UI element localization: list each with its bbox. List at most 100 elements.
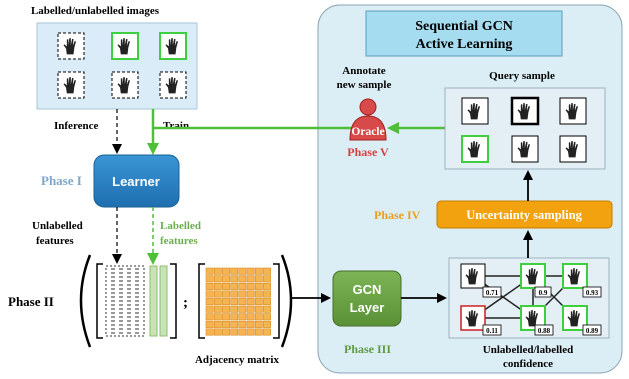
feature-column [121, 265, 129, 337]
adjacency-cell [263, 305, 271, 313]
learner-label: Learner [112, 174, 160, 189]
adjacency-cell [254, 305, 263, 313]
adjacency-cell [213, 320, 222, 328]
phase-5-label: Phase V [347, 145, 389, 159]
adjacency-cell [254, 298, 263, 306]
adjacency-cell [213, 275, 222, 283]
phase-3-label: Phase III [344, 342, 391, 356]
labelled-feature-column [159, 265, 168, 337]
adjacency-cell [230, 290, 239, 298]
oracle-label: Oracle [351, 126, 384, 138]
feature-column [113, 265, 121, 337]
adjacency-cell [213, 328, 222, 336]
adjacency-bracket-right [273, 263, 280, 339]
adjacency-cell [222, 328, 230, 336]
adjacency-cell [254, 290, 263, 298]
adjacency-cell [205, 305, 214, 313]
feature-bracket-right [170, 263, 177, 339]
adjacency-cell [222, 282, 230, 290]
adjacency-cell [222, 275, 230, 283]
adjacency-cell [254, 275, 263, 283]
uncertainty-sampling-box [436, 200, 613, 229]
query-sample-grid [461, 96, 587, 163]
uncertainty-sampling-label: Uncertainty sampling [466, 208, 582, 222]
adjacency-cell [238, 275, 247, 283]
adjacency-cell [205, 328, 214, 336]
image-cell-labelled [111, 32, 139, 60]
adjacency-cell [238, 320, 247, 328]
adjacency-cell [230, 282, 239, 290]
adjacency-cell [238, 282, 247, 290]
confidence-score: 0.88 [538, 327, 551, 335]
adjacency-cell [238, 267, 247, 275]
learner-box [93, 154, 180, 208]
confidence-label-line1: Unlabelled/labelled [483, 344, 573, 356]
adjacency-cell [230, 275, 239, 283]
labelled-features-line1: Labelled [160, 220, 201, 232]
adjacency-cell [213, 313, 222, 321]
gcn-label-line1: GCN [353, 282, 382, 297]
confidence-score: 0.89 [586, 327, 599, 335]
image-grid [57, 32, 187, 99]
query-sample-label: Query sample [489, 70, 555, 82]
adjacency-cell [254, 267, 263, 275]
panel-title-box [365, 10, 563, 57]
adjacency-cell [263, 275, 271, 283]
confidence-score: 0.93 [586, 289, 599, 297]
feature-bracket-left [96, 263, 103, 339]
adjacency-cell [213, 282, 222, 290]
adjacency-cell [246, 328, 255, 336]
matrix-right-paren [280, 254, 293, 348]
adjacency-cell [213, 298, 222, 306]
phase-4-label: Phase IV [374, 208, 421, 222]
adjacency-cell [246, 267, 255, 275]
adjacency-cell [263, 282, 271, 290]
adjacency-cell [254, 328, 263, 336]
adjacency-cell [246, 290, 255, 298]
adjacency-cell [263, 298, 271, 306]
adjacency-cell [238, 328, 247, 336]
adjacency-cell [238, 298, 247, 306]
unlabelled-features-line1: Unlabelled [32, 220, 83, 232]
labelled-feature-column [149, 265, 158, 337]
adjacency-bracket-left [198, 263, 205, 339]
adjacency-cell [230, 320, 239, 328]
confidence-score: 0.71 [486, 289, 499, 297]
panel-title-line2: Active Learning [416, 37, 513, 52]
person-icon [349, 98, 387, 141]
query-cell [461, 97, 489, 125]
confidence-label-line2: confidence [503, 358, 553, 370]
adjacency-cell [254, 320, 263, 328]
adjacency-cell [230, 267, 239, 275]
feature-column [129, 265, 137, 337]
adjacency-matrix-label: Adjacency matrix [195, 354, 280, 366]
adjacency-cell [222, 313, 230, 321]
adjacency-cell [230, 305, 239, 313]
feature-column [105, 265, 113, 337]
adjacency-cell [238, 305, 247, 313]
confidence-score: 0.11 [486, 327, 498, 335]
adjacency-cell [205, 275, 214, 283]
phase-1-label: Phase I [41, 173, 82, 188]
adjacency-cell [205, 320, 214, 328]
adjacency-cell [246, 305, 255, 313]
adjacency-cell [246, 320, 255, 328]
adjacency-cell [213, 305, 222, 313]
adjacency-cell [263, 290, 271, 298]
adjacency-cell [230, 328, 239, 336]
adjacency-cell [263, 320, 271, 328]
inference-label: Inference [54, 120, 99, 132]
confidence-score: 0.9 [539, 289, 548, 297]
adjacency-cell [230, 298, 239, 306]
adjacency-cell [263, 313, 271, 321]
unlabelled-features-line2: features [36, 235, 74, 247]
annotate-line2: new sample [337, 79, 392, 91]
adjacency-cell [238, 313, 247, 321]
matrix-separator: ; [183, 295, 188, 311]
adjacency-cell [222, 267, 230, 275]
adjacency-cell [222, 305, 230, 313]
adjacency-cell [213, 290, 222, 298]
adjacency-cell [205, 298, 214, 306]
